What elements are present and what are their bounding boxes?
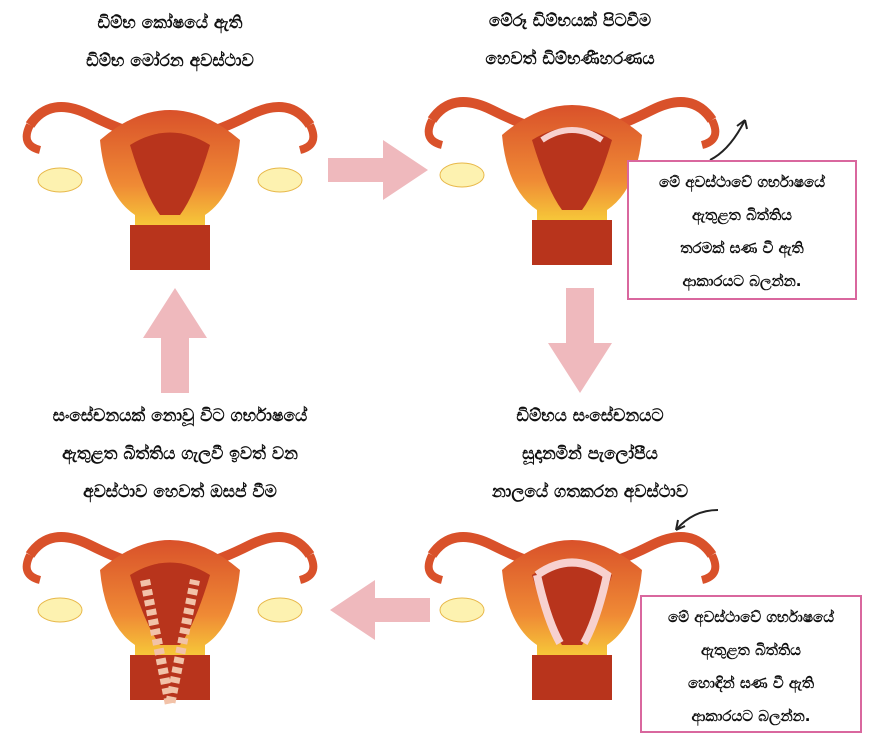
arrow-right-icon bbox=[328, 140, 428, 200]
note-line: හොඳින් ඝණ වී ඇති bbox=[687, 674, 815, 692]
stage-3-caption: ඩිම්භය සංසේචනයට සූදානමින් පැලෝපීය නාලයේ … bbox=[420, 397, 760, 511]
note-line: ඇතුළත බිත්තිය bbox=[701, 641, 801, 659]
arrow-up-icon bbox=[143, 288, 207, 393]
caption-line: නාලයේ ගතකරන අවස්ථාව bbox=[491, 482, 689, 502]
caption-line: අවස්ථාව හෙවත් ඔසප් වීම bbox=[83, 482, 277, 502]
caption-line: හෙවත් ඩිම්භණීහරණය bbox=[485, 49, 655, 69]
note-line: ඇතුළත බිත්තිය bbox=[692, 206, 792, 224]
uterus-illustration-4 bbox=[10, 515, 330, 705]
caption-line: ඇතුළත බිත්තිය ගැලවී ඉවත් වන bbox=[62, 444, 298, 464]
arrow-left-icon bbox=[330, 580, 430, 640]
note-line: මේ අවස්ථාවේ ගර්භාෂයේ bbox=[667, 608, 835, 626]
note-line: තරමක් ඝණ වී ඇති bbox=[680, 239, 804, 257]
caption-line: මේරූ ඩිම්භයක් පිටවීම bbox=[488, 11, 652, 31]
note-box-stage-2: මේ අවස්ථාවේ ගර්භාෂයේ ඇතුළත බිත්තිය තරමක්… bbox=[627, 160, 857, 300]
stage-2-caption: මේරූ ඩිම්භයක් පිටවීම හෙවත් ඩිම්භණීහරණය bbox=[420, 2, 720, 78]
note-line: ආකාරයට බලන්න. bbox=[682, 272, 802, 290]
caption-line: සූදානමින් පැලෝපීය bbox=[522, 444, 658, 464]
caption-line: ඩිම්භ කෝෂයේ ඇති bbox=[97, 13, 243, 33]
curved-arrow-icon bbox=[675, 509, 719, 531]
caption-line: සංසේචනයක් නොවූ විට ගර්භාෂයේ bbox=[52, 406, 308, 426]
caption-line: ඩිම්භ මෝරන අවස්ථාව bbox=[86, 51, 254, 71]
arrow-down-icon bbox=[548, 288, 612, 393]
caption-line: ඩිම්භය සංසේචනයට bbox=[516, 406, 664, 426]
curved-arrow-icon bbox=[709, 119, 748, 161]
stage-4-caption: සංසේචනයක් නොවූ විට ගර්භාෂයේ ඇතුළත බිත්ති… bbox=[0, 397, 360, 511]
uterus-illustration-1 bbox=[10, 85, 330, 275]
note-line: මේ අවස්ථාවේ ගර්භාෂයේ bbox=[658, 173, 826, 191]
uterus-illustration-2 bbox=[412, 80, 732, 270]
uterus-illustration-3 bbox=[412, 515, 732, 705]
note-line: ආකාරයට බලන්න. bbox=[691, 707, 811, 725]
note-box-stage-3: මේ අවස්ථාවේ ගර්භාෂයේ ඇතුළත බිත්තිය හොඳින… bbox=[640, 595, 862, 733]
stage-1-caption: ඩිම්භ කෝෂයේ ඇති ඩිම්භ මෝරන අවස්ථාව bbox=[20, 4, 320, 80]
